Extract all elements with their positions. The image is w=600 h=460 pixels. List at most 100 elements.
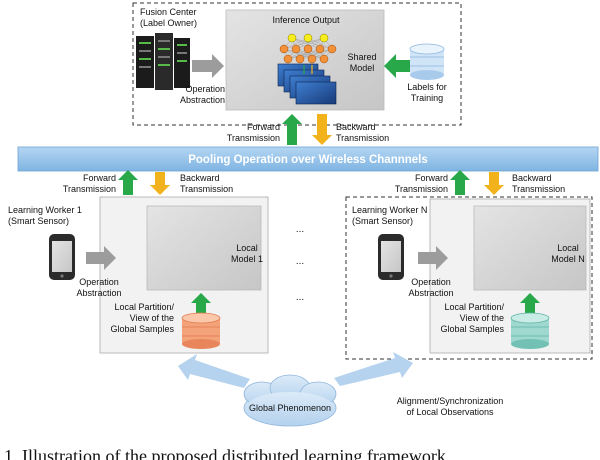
ellipsis-1: ... [296, 224, 304, 235]
fusion-center-subtitle: (Label Owner) [140, 18, 197, 28]
workerN-operation-label-1: Operation [411, 277, 451, 287]
worker-n-dashed-frame [345, 196, 593, 360]
top-backward-label-2: Transmission [336, 133, 389, 143]
inference-output-label: Inference Output [272, 15, 340, 25]
fusion-center-title: Fusion Center [140, 7, 197, 17]
workerN-data-arrow-icon [520, 293, 540, 316]
hidden-node [327, 44, 337, 54]
fusion-operation-label-2: Abstraction [180, 95, 225, 105]
phenomenon-arrow-left-icon [178, 354, 250, 388]
worker1-model-label-1: Local [236, 243, 258, 253]
worker1-backward-arrow-icon [150, 172, 170, 195]
ellipsis-2: ... [296, 256, 304, 267]
shared-model-label-1: Shared [347, 52, 376, 62]
workerN-partition-label-1: Local Partition/ [444, 302, 504, 312]
alignment-label-1: Alignment/Synchronization [397, 396, 504, 406]
worker1-data-arrow-icon [191, 293, 211, 316]
edge [299, 48, 333, 60]
pooling-bar [17, 146, 599, 172]
worker1-backward-label-2: Transmission [180, 184, 233, 194]
workerN-operation-arrow-icon [418, 246, 448, 270]
fusion-center-frame [132, 2, 462, 126]
phenomenon-arrow-right-icon [334, 352, 413, 386]
worker1-title: Learning Worker 1 [8, 205, 82, 215]
workerN-subtitle: (Smart Sensor) [352, 216, 413, 226]
learning-worker-1: Forward Transmission Backward Transmissi… [63, 170, 269, 354]
workerN-forward-label-2: Transmission [395, 184, 448, 194]
edge [287, 48, 321, 60]
edge [283, 37, 325, 50]
workerN-forward-label-1: Forward [415, 173, 448, 183]
top-forward-label-2: Transmission [227, 133, 280, 143]
labels-input-arrow-icon [384, 54, 410, 78]
workerN-model-label-1: Local [557, 243, 579, 253]
hidden-node [295, 54, 305, 64]
server-rack-icon [136, 33, 190, 90]
worker1-local-database-icon [181, 312, 221, 349]
worker1-partition-label-1: Local Partition/ [114, 302, 174, 312]
figure-caption: 1. Illustration of the proposed distribu… [4, 446, 446, 460]
worker1-backward-label-1: Backward [180, 173, 220, 183]
workerN-model-label-2: Model N [551, 254, 585, 264]
shared-model-network-icon [277, 33, 337, 105]
edge [283, 37, 309, 50]
worker1-model-label-2: Model 1 [231, 254, 263, 264]
edge [291, 37, 321, 50]
shared-model-label-2: Model [350, 63, 375, 73]
alignment-label-2: of Local Observations [406, 407, 494, 417]
learning-worker-n: Forward Transmission Backward Transmissi… [345, 170, 593, 360]
smartphone-icon [49, 234, 75, 280]
workerN-operation-label-2: Abstraction [408, 288, 453, 298]
edge [291, 37, 333, 50]
output-node [287, 33, 297, 43]
edge [307, 37, 333, 50]
hidden-node [283, 54, 293, 64]
labels-training-label-1: Labels for [407, 82, 447, 92]
hidden-node [303, 44, 313, 54]
labels-database-icon [409, 43, 445, 80]
workerN-title: Learning Worker N [352, 205, 427, 215]
hidden-node [319, 54, 329, 64]
workerN-backward-label-1: Backward [512, 173, 552, 183]
worker1-operation-label-1: Operation [79, 277, 119, 287]
workerN-partition-label-2: View of the [460, 313, 504, 323]
worker1-forward-label-1: Forward [83, 173, 116, 183]
worker1-operation-label-2: Abstraction [76, 288, 121, 298]
top-backward-arrow-icon [312, 114, 332, 145]
hidden-node [315, 44, 325, 54]
output-node [319, 33, 329, 43]
workerN-backward-label-2: Transmission [512, 184, 565, 194]
layer-block [295, 81, 337, 105]
worker1-partition-label-2: View of the [130, 313, 174, 323]
workerN-model-panel [473, 205, 587, 291]
workerN-partition-label-3: Global Samples [440, 324, 504, 334]
worker1-model-panel [146, 205, 262, 291]
edge [287, 48, 333, 60]
global-phenomenon-label: Global Phenomenon [249, 403, 331, 413]
output-node [303, 33, 313, 43]
workerN-local-database-icon [510, 312, 550, 349]
ellipsis-3: ... [296, 292, 304, 303]
cloud-icon [243, 374, 337, 427]
fusion-operation-label-1: Operation [185, 84, 225, 94]
worker1-subtitle: (Smart Sensor) [8, 216, 69, 226]
top-backward-label-1: Backward [336, 122, 376, 132]
hidden-node [291, 44, 301, 54]
hidden-node [279, 44, 289, 54]
fusion-center: Fusion Center (Label Owner) Operation Ab… [132, 2, 462, 126]
smartphone-icon-n [378, 234, 404, 280]
worker1-operation-arrow-icon [86, 246, 116, 270]
global-phenomenon-arrows [178, 352, 413, 388]
workerN-backward-arrow-icon [484, 172, 504, 195]
labels-training-label-2: Training [411, 93, 443, 103]
top-forward-arrow-icon [282, 114, 302, 145]
workerN-forward-arrow-icon [450, 170, 470, 195]
worker1-forward-label-2: Transmission [63, 184, 116, 194]
edge [295, 37, 325, 50]
worker1-forward-arrow-icon [118, 170, 138, 195]
worker1-partition-label-3: Global Samples [110, 324, 174, 334]
top-forward-label-1: Forward [247, 122, 280, 132]
hidden-node [307, 54, 317, 64]
operation-arrow-icon [192, 54, 224, 78]
